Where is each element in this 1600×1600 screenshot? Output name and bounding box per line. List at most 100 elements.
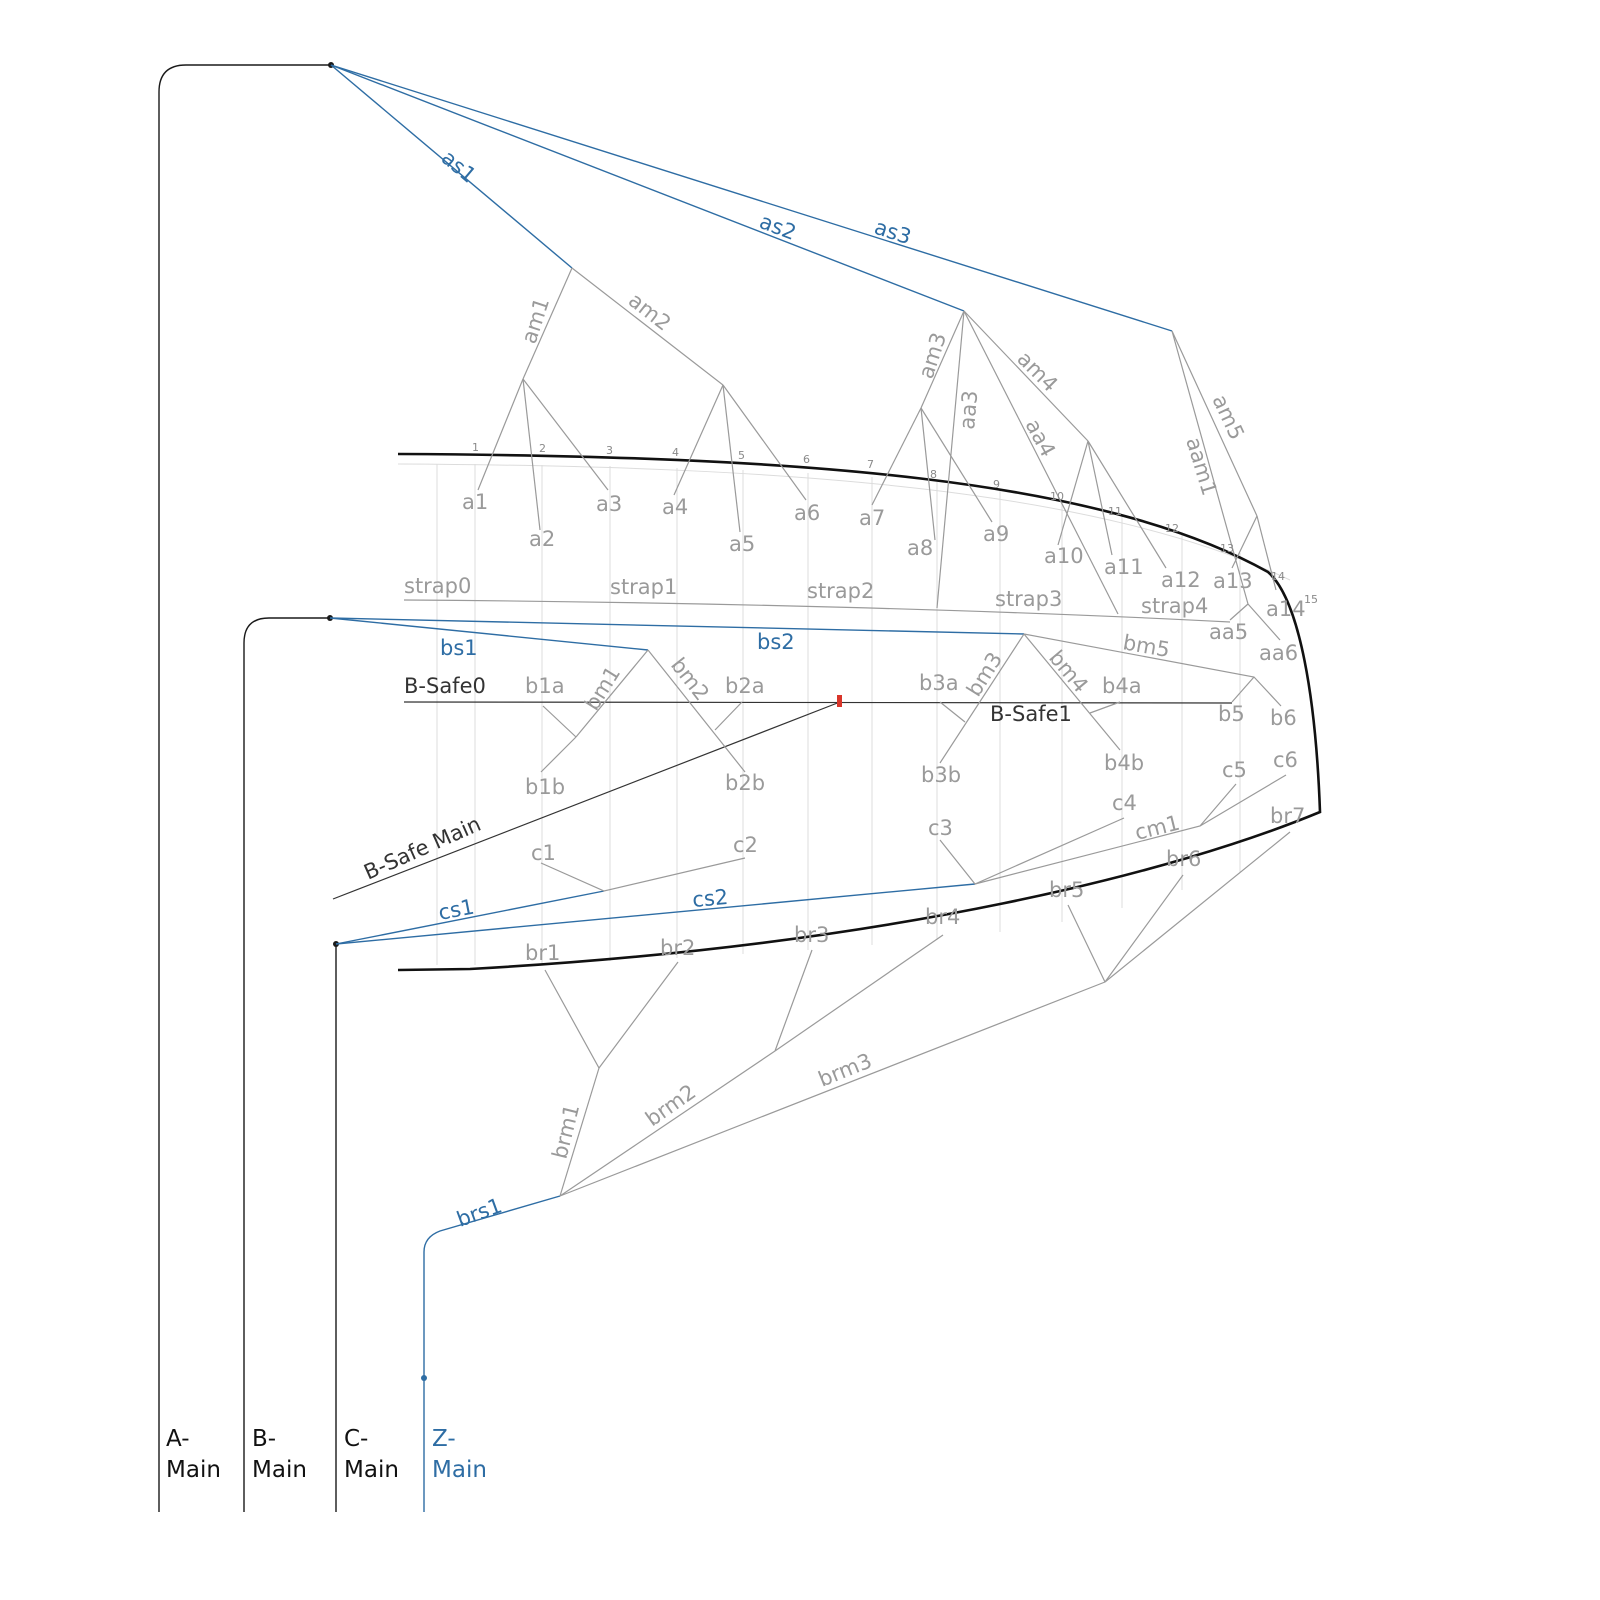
svg-text:Z-: Z- bbox=[432, 1426, 456, 1452]
label-a3: a3 bbox=[596, 492, 622, 516]
label-a5: a5 bbox=[729, 532, 755, 556]
outer-curve bbox=[397, 452, 1322, 972]
label-br7: br7 bbox=[1270, 804, 1305, 828]
label-cs1: cs1 bbox=[436, 895, 476, 925]
svg-text:A-: A- bbox=[166, 1426, 190, 1452]
label-b-safe1: B-Safe1 bbox=[990, 702, 1072, 726]
label-strap4: strap4 bbox=[1141, 594, 1208, 618]
label-c4: c4 bbox=[1112, 791, 1137, 815]
label-bs2: bs2 bbox=[757, 630, 795, 654]
label-b3b: b3b bbox=[921, 763, 961, 787]
label-br3: br3 bbox=[794, 923, 829, 947]
svg-text:B-: B- bbox=[252, 1426, 276, 1452]
label-aa6: aa6 bbox=[1259, 641, 1298, 665]
label-a9: a9 bbox=[983, 522, 1009, 546]
label-a12: a12 bbox=[1161, 568, 1201, 592]
b-main-label: B- Main bbox=[252, 1426, 307, 1483]
tick-2: 2 bbox=[539, 442, 546, 455]
svg-text:Main: Main bbox=[432, 1457, 487, 1483]
tick-6: 6 bbox=[803, 453, 810, 466]
tick-8: 8 bbox=[930, 468, 937, 481]
label-a2: a2 bbox=[529, 527, 555, 551]
label-bm2: bm2 bbox=[666, 653, 714, 705]
label-strap3: strap3 bbox=[995, 587, 1062, 611]
label-br4: br4 bbox=[925, 905, 960, 929]
tick-5: 5 bbox=[738, 449, 745, 462]
tick-9: 9 bbox=[993, 478, 1000, 491]
label-cm1: cm1 bbox=[1132, 811, 1182, 845]
svg-text:Main: Main bbox=[344, 1457, 399, 1483]
label-as3: as3 bbox=[871, 215, 914, 249]
tick-4: 4 bbox=[672, 446, 679, 459]
label-a10: a10 bbox=[1044, 544, 1084, 568]
svg-text:C-: C- bbox=[344, 1426, 368, 1452]
label-bm4: bm4 bbox=[1044, 646, 1093, 698]
label-b3a: b3a bbox=[919, 671, 959, 695]
label-b6: b6 bbox=[1270, 706, 1297, 730]
label-brs1: brs1 bbox=[454, 1193, 506, 1231]
tick-15: 15 bbox=[1304, 593, 1318, 606]
label-strap0: strap0 bbox=[404, 574, 471, 598]
b-safe-lines bbox=[332, 701, 1233, 900]
label-br1: br1 bbox=[525, 941, 560, 965]
label-a11: a11 bbox=[1104, 555, 1144, 579]
label-b-safe0: B-Safe0 bbox=[404, 674, 486, 698]
label-as2: as2 bbox=[756, 209, 799, 245]
label-b1b: b1b bbox=[525, 775, 565, 799]
label-c2: c2 bbox=[733, 833, 758, 857]
red-marker bbox=[837, 695, 842, 707]
label-b2a: b2a bbox=[725, 674, 765, 698]
label-b4a: b4a bbox=[1102, 674, 1142, 698]
label-c1: c1 bbox=[531, 841, 556, 865]
label-b4b: b4b bbox=[1104, 751, 1144, 775]
safety-lines bbox=[329, 64, 1173, 1512]
anchor-dots bbox=[327, 62, 339, 947]
tick-12: 12 bbox=[1165, 522, 1179, 535]
label-a1: a1 bbox=[462, 490, 488, 514]
label-a7: a7 bbox=[859, 506, 885, 530]
label-bm1: bm1 bbox=[580, 662, 625, 715]
z-main-dot bbox=[421, 1375, 427, 1381]
label-aa3: aa3 bbox=[955, 389, 982, 430]
label-aa5: aa5 bbox=[1209, 620, 1248, 644]
label-strap1: strap1 bbox=[610, 575, 677, 599]
label-a8: a8 bbox=[907, 536, 933, 560]
label-am4: am4 bbox=[1012, 347, 1062, 397]
label-b2b: b2b bbox=[725, 771, 765, 795]
label-c6: c6 bbox=[1273, 748, 1298, 772]
label-as1: as1 bbox=[437, 145, 481, 187]
label-b-safe-main: B-Safe Main bbox=[360, 812, 484, 885]
label-c5: c5 bbox=[1222, 758, 1247, 782]
label-am3: am3 bbox=[914, 330, 951, 382]
label-bm5: bm5 bbox=[1121, 630, 1172, 662]
label-c3: c3 bbox=[928, 816, 953, 840]
a-main-label: A- Main bbox=[166, 1426, 221, 1483]
label-br6: br6 bbox=[1166, 847, 1201, 871]
label-b5: b5 bbox=[1218, 702, 1245, 726]
label-a6: a6 bbox=[794, 501, 820, 525]
svg-text:Main: Main bbox=[166, 1457, 221, 1483]
tick-3: 3 bbox=[606, 444, 613, 457]
label-brm3: brm3 bbox=[815, 1049, 875, 1092]
tick-14: 14 bbox=[1271, 570, 1285, 583]
z-main-label: Z- Main bbox=[432, 1426, 487, 1483]
label-a14: a14 bbox=[1266, 597, 1306, 621]
tick-10: 10 bbox=[1050, 490, 1064, 503]
label-cs2: cs2 bbox=[691, 885, 729, 912]
tick-13: 13 bbox=[1220, 542, 1234, 555]
label-am5: am5 bbox=[1207, 391, 1248, 443]
label-brm1: brm1 bbox=[548, 1102, 585, 1162]
tick-7: 7 bbox=[867, 458, 874, 471]
label-a13: a13 bbox=[1213, 569, 1253, 593]
label-bs1: bs1 bbox=[440, 636, 478, 660]
label-aa4: aa4 bbox=[1021, 415, 1061, 461]
label-br5: br5 bbox=[1049, 878, 1084, 902]
tick-11: 11 bbox=[1108, 505, 1122, 518]
rigging-lines bbox=[403, 267, 1291, 1197]
label-a4: a4 bbox=[662, 495, 688, 519]
c-main-label: C- Main bbox=[344, 1426, 399, 1483]
tick-1: 1 bbox=[472, 441, 479, 454]
label-brm2: brm2 bbox=[641, 1080, 700, 1131]
label-br2: br2 bbox=[660, 936, 695, 960]
